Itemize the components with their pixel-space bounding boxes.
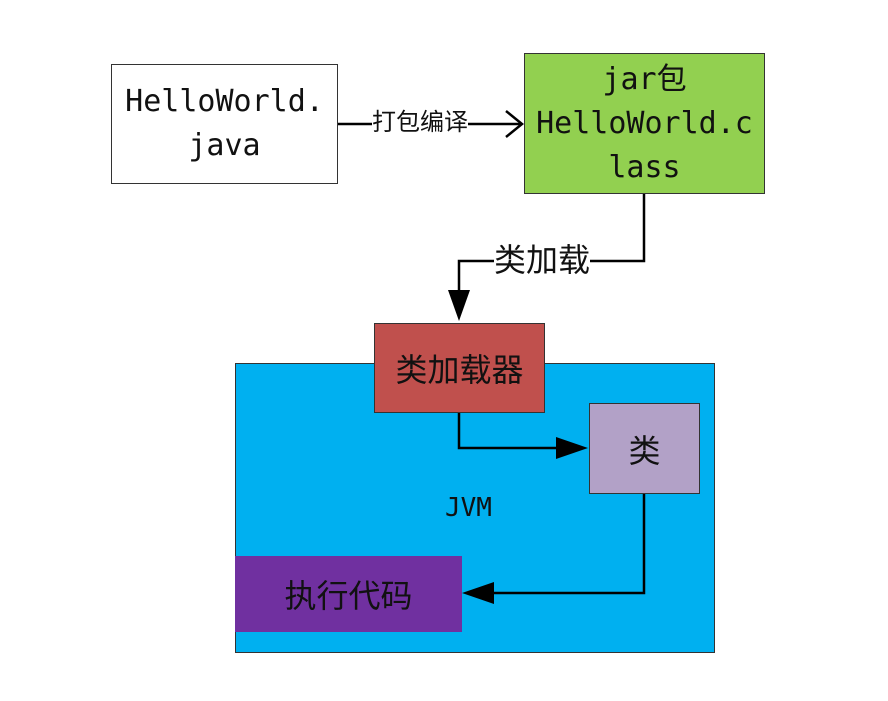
class-loader-node: 类加载器 [374,323,545,413]
source-file-line1: HelloWorld. [125,84,324,119]
loader-to-class-arrow-head [556,437,588,459]
load-arrow-head [448,290,470,321]
class-label: 类 [628,431,661,470]
execute-code-label: 执行代码 [284,577,413,615]
jar-node-line2: HelloWorld.c [536,105,753,141]
jar-node-line3: lass [608,149,681,185]
jar-node-line1: jar包 [602,61,687,97]
class-to-execute-arrow-head [462,582,494,604]
source-file-node: HelloWorld. java [111,64,338,184]
compile-arrow-head [505,110,524,138]
load-edge-label: 类加载 [494,241,591,279]
class-loader-label: 类加载器 [395,351,524,389]
jar-node: jar包 HelloWorld.c lass [524,53,765,194]
class-to-execute-line [493,494,646,595]
class-node: 类 [589,403,700,494]
compile-edge-label: 打包编译 [372,108,468,136]
source-file-line2: java [188,128,261,163]
execute-code-node: 执行代码 [235,556,462,632]
jvm-label: JVM [445,493,492,523]
loader-to-class-line [457,413,560,450]
